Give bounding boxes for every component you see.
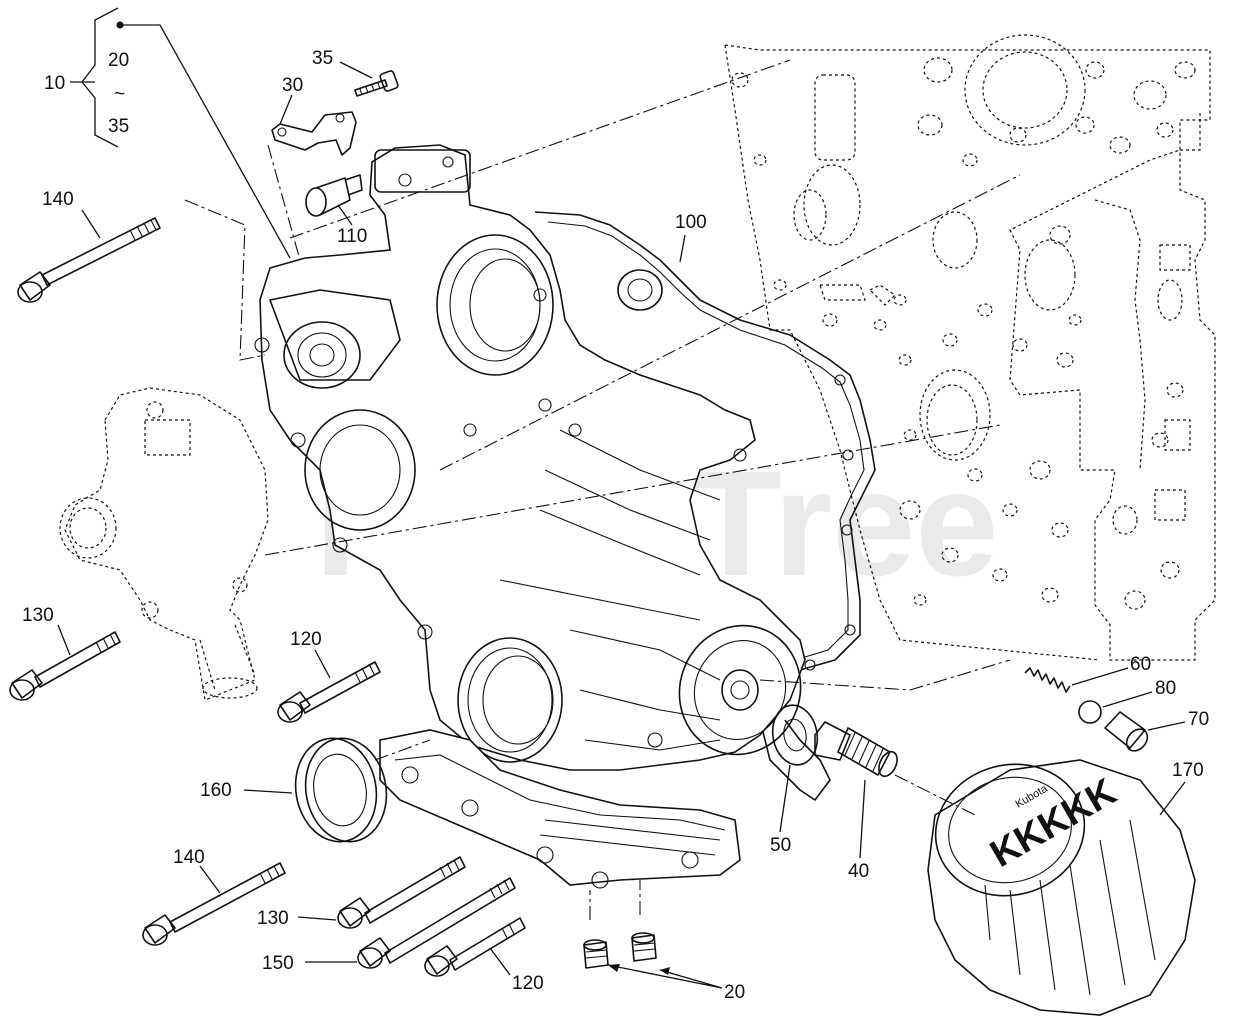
oil-filter-170: KKKKK Kubota: [927, 759, 1196, 1016]
callout-50: 50: [770, 835, 791, 856]
spring-60: [1024, 667, 1071, 693]
bolt-35: [354, 70, 399, 97]
callout-140-lower: 140: [173, 847, 205, 868]
callout-130-lower: 130: [257, 908, 289, 929]
group-bracket: 10 20 ~ 35: [44, 7, 291, 259]
water-pump: [59, 387, 269, 701]
lower-cover: [379, 729, 741, 889]
callout-100: 100: [675, 212, 707, 233]
pipe-40: [814, 721, 898, 778]
callout-120-lower: 120: [512, 973, 544, 994]
plugs-20: [583, 932, 657, 969]
bolt-150: [357, 877, 516, 969]
bracket-30: [271, 111, 357, 156]
bolt-120-upper: [277, 661, 381, 723]
callout-30: 30: [282, 75, 303, 96]
bolt-130-left: [9, 631, 121, 701]
bolt-140-upper: [17, 217, 161, 303]
callout-130-left: 130: [22, 605, 54, 626]
bolt-120-lower: [424, 917, 526, 977]
bolt-140-lower: [142, 862, 286, 946]
washer-50: [771, 704, 819, 766]
group-label: 10: [44, 73, 65, 94]
valve-70: [1104, 711, 1149, 752]
group-to: 35: [108, 116, 129, 137]
gear-case: [254, 144, 806, 771]
callout-150: 150: [262, 953, 294, 974]
callouts: 35 30 110 140 100 130 120 160 140 130 15…: [22, 48, 1209, 1003]
gasket: [534, 211, 876, 801]
callout-160: 160: [200, 780, 232, 801]
bolt-110: [305, 174, 363, 217]
callout-80: 80: [1155, 678, 1176, 699]
callout-20: 20: [724, 982, 745, 1003]
ball-80: [1078, 700, 1102, 724]
callout-35: 35: [312, 48, 333, 69]
callout-60: 60: [1130, 654, 1151, 675]
alignment-lines: [184, 59, 1021, 920]
callout-110: 110: [337, 226, 367, 247]
bolt-130-lower: [337, 856, 466, 929]
callout-40: 40: [848, 861, 869, 882]
callout-70: 70: [1188, 709, 1209, 730]
callout-120-upper: 120: [290, 629, 322, 650]
engine-block: [724, 34, 1216, 661]
oil-seal-160: [294, 737, 388, 843]
group-from: 20: [108, 50, 129, 71]
callout-140-upper: 140: [42, 189, 74, 210]
group-tilde: ~: [114, 84, 125, 105]
callout-170: 170: [1172, 760, 1204, 781]
